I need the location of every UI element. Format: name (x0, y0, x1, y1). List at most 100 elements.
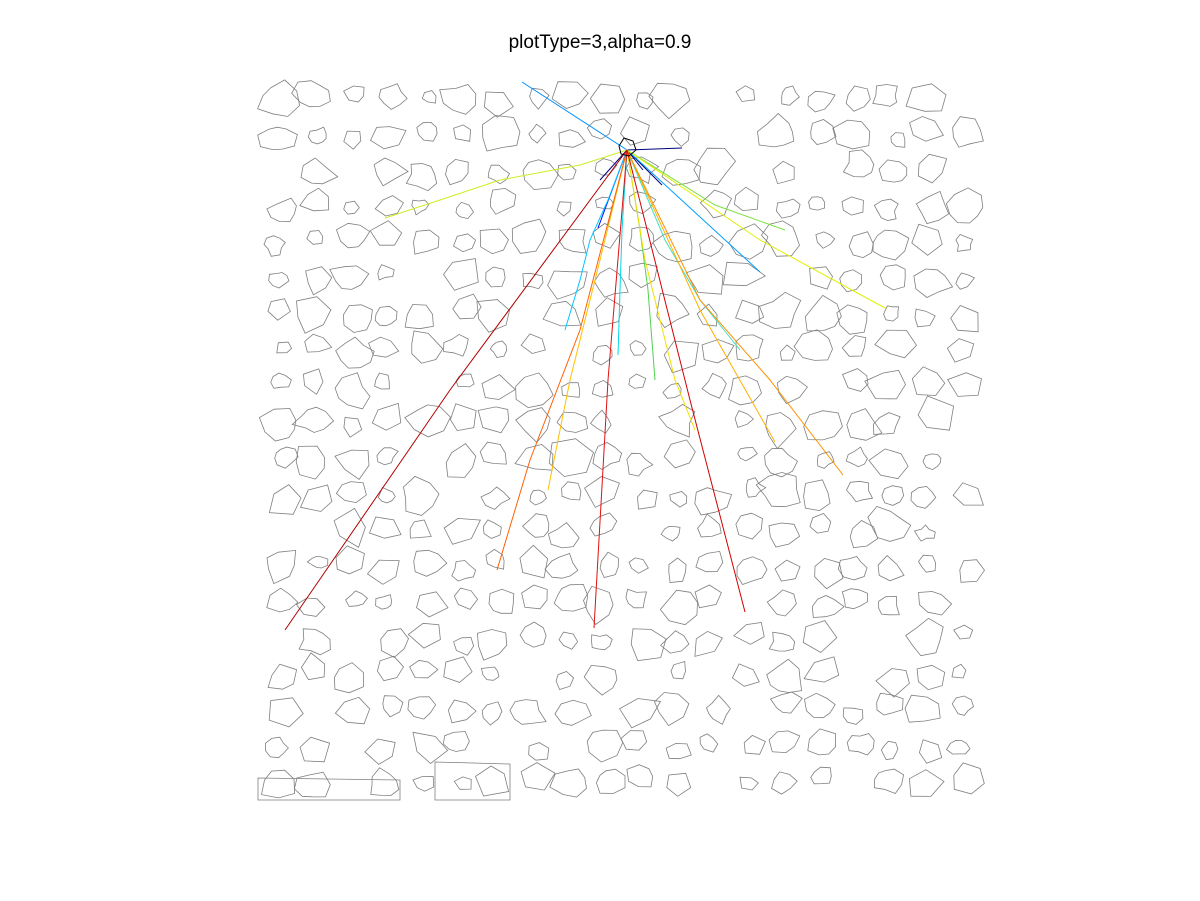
obstacle (909, 116, 945, 142)
obstacle (918, 739, 943, 764)
obstacle (453, 587, 479, 610)
obstacle (913, 268, 954, 298)
obstacle (875, 668, 910, 698)
obstacle (876, 692, 904, 716)
obstacle (335, 336, 375, 369)
obstacle (343, 200, 360, 215)
obstacle (591, 379, 614, 398)
obstacle (905, 617, 944, 657)
obstacle (595, 297, 624, 327)
obstacle (766, 658, 803, 693)
ray-series-8 (564, 149, 628, 331)
obstacle (264, 736, 289, 759)
obstacle (808, 196, 826, 211)
obstacle (409, 659, 439, 679)
obstacle (376, 655, 404, 682)
obstacle (668, 557, 687, 583)
obstacle (556, 201, 572, 217)
obstacle (880, 740, 899, 761)
obstacle (802, 620, 838, 653)
obstacle (584, 476, 620, 508)
obstacle (699, 189, 733, 219)
obstacle (625, 156, 660, 185)
obstacle (793, 329, 833, 361)
obstacle (520, 762, 556, 791)
obstacle (522, 513, 550, 538)
obstacle (521, 584, 548, 610)
obstacle (481, 374, 516, 400)
obstacle (842, 707, 864, 725)
obstacle (342, 304, 373, 333)
obstacle (544, 552, 579, 579)
obstacle (809, 266, 833, 290)
obstacle (522, 159, 559, 191)
obstacle (374, 195, 404, 217)
obstacle (654, 692, 690, 727)
obstacle (841, 335, 867, 357)
ray-series-15 (626, 149, 696, 431)
obstacle (955, 272, 976, 290)
obstacle (837, 556, 868, 581)
ray-series-20 (593, 149, 628, 629)
obstacle (274, 446, 299, 469)
obstacle (528, 742, 550, 761)
obstacle (848, 231, 874, 259)
obstacle (764, 447, 799, 478)
obstacle (476, 629, 508, 661)
obstacle (916, 664, 946, 691)
obstacle (881, 485, 905, 506)
obstacle (522, 272, 544, 290)
obstacle (583, 585, 614, 626)
obstacle (334, 449, 370, 480)
obstacle (873, 768, 905, 794)
obstacle (804, 294, 842, 332)
obstacle (699, 234, 724, 257)
obstacle (877, 555, 905, 582)
obstacle (413, 549, 448, 577)
obstacle (626, 764, 654, 788)
ray-series-7 (626, 149, 761, 273)
obstacle (661, 158, 702, 186)
obstacle (377, 486, 396, 504)
obstacle (652, 230, 693, 263)
obstacle (779, 344, 796, 361)
obstacle (733, 186, 759, 212)
obstacle (670, 127, 690, 147)
obstacle (879, 264, 906, 291)
obstacle (915, 190, 950, 225)
obstacle (368, 516, 402, 539)
ray-series-10 (626, 149, 741, 351)
obstacle (810, 766, 832, 785)
obstacle (589, 409, 612, 434)
ray-series-14 (626, 149, 886, 309)
obstacle (911, 366, 946, 396)
source-marker (618, 137, 637, 157)
obstacle (334, 372, 371, 410)
obstacle (557, 163, 577, 181)
obstacle (947, 372, 982, 397)
obstacle (370, 767, 400, 797)
obstacle (549, 768, 587, 798)
obstacle (333, 662, 364, 694)
obstacle (591, 634, 613, 651)
obstacle (910, 485, 937, 509)
obstacle (589, 83, 626, 114)
obstacle (592, 222, 621, 249)
obstacle (878, 159, 908, 183)
obstacle (443, 333, 469, 357)
obstacle (685, 264, 724, 295)
obstacle (449, 403, 477, 432)
obstacle (371, 402, 402, 431)
obstacle (476, 299, 510, 333)
obstacle (905, 83, 947, 112)
obstacle (874, 329, 918, 359)
obstacle (663, 340, 699, 374)
obstacle (482, 519, 502, 539)
obstacle (306, 230, 324, 245)
obstacle (276, 341, 293, 354)
obstacle (291, 80, 331, 108)
obstacle (701, 339, 735, 364)
obstacle (329, 265, 370, 290)
obstacle (589, 512, 618, 537)
obstacle (490, 187, 517, 215)
